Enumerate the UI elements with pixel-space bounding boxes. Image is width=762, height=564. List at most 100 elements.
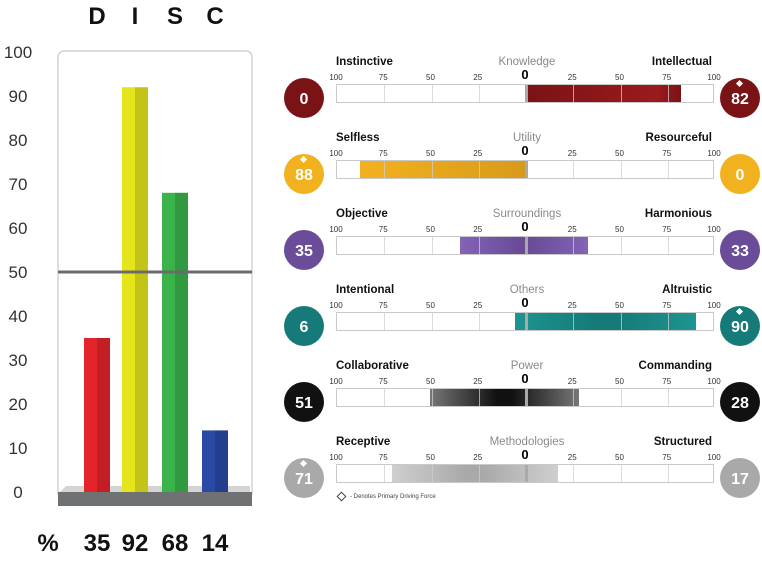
right-label: Structured (653, 436, 712, 448)
right-score-circle: 82 (720, 78, 760, 118)
scale-tick-label: 50 (615, 453, 624, 462)
y-tick-label: 0 (13, 483, 22, 502)
y-tick-label: 70 (9, 175, 28, 194)
scale-tick-label: 75 (662, 301, 672, 310)
gridline (667, 389, 669, 406)
bar-shade (135, 87, 148, 492)
gridline (384, 237, 386, 254)
scale-tick-label: 100 (707, 149, 721, 158)
score-value: 33 (731, 243, 749, 260)
y-tick-label: 30 (9, 351, 28, 370)
left-score-circle: 0 (284, 78, 324, 118)
diamond-icon (299, 155, 308, 164)
scale-tick-label: 75 (378, 377, 388, 386)
gridline (431, 161, 433, 178)
gridline (525, 313, 528, 330)
scale-tick-label: 50 (615, 301, 624, 310)
scale-tick-label: 75 (662, 377, 672, 386)
scale-tick-label: 75 (662, 453, 672, 462)
gridline (667, 161, 669, 178)
center-label: Utility (512, 132, 542, 144)
scale-tick-label: 50 (615, 377, 624, 386)
y-tick-label: 40 (9, 307, 28, 326)
right-label: Resourceful (645, 132, 712, 144)
scale-tick-label: 100 (707, 377, 721, 386)
scale-tick-label: 0 (521, 67, 529, 82)
right-label: Commanding (638, 360, 712, 372)
scale-tick-label: 100 (329, 453, 343, 462)
bar-shade (215, 430, 228, 492)
scale-tick-label: 75 (662, 225, 672, 234)
left-score-circle: 35 (284, 230, 324, 270)
center-label: Surroundings (492, 208, 562, 220)
score-value: 82 (731, 91, 749, 108)
bar-D (84, 338, 110, 492)
left-score-circle: 51 (284, 382, 324, 422)
value-bar (526, 85, 681, 102)
left-score-circle: 6 (284, 306, 324, 346)
percent-value: 35 (84, 530, 111, 557)
motivator-row: Collaborative Commanding Power 100 75 50 25 0 25… (284, 358, 762, 422)
scale-tick-label: 25 (473, 225, 483, 234)
gridline (525, 389, 528, 406)
right-score-circle: 17 (720, 458, 760, 498)
scale-tick-label: 50 (615, 149, 624, 158)
gridline (384, 161, 386, 178)
left-label: Collaborative (336, 360, 409, 372)
scale-tick-label: 0 (521, 371, 529, 386)
scale-tick-label: 75 (378, 149, 388, 158)
scale-tick-label: 25 (567, 73, 577, 82)
scale-tick-label: 50 (426, 73, 435, 82)
score-value: 0 (735, 167, 745, 184)
gridline (573, 85, 575, 102)
gridline (431, 465, 433, 482)
center-label: Power (510, 360, 544, 372)
score-value: 51 (295, 395, 313, 412)
scale-tick-label: 25 (473, 301, 483, 310)
value-bar (514, 313, 697, 330)
value-bar (459, 237, 589, 254)
gridline (525, 465, 528, 482)
scale-tick-label: 25 (473, 73, 483, 82)
scale-track (336, 312, 714, 331)
gridline (478, 161, 480, 178)
gridline (478, 389, 480, 406)
right-score-circle: 33 (720, 230, 760, 270)
gridline (620, 161, 622, 178)
scale-tick-label: 100 (329, 301, 343, 310)
scale-tick-label: 75 (378, 73, 388, 82)
chart-base (58, 492, 252, 506)
value-bar (359, 161, 526, 178)
scale-tick-label: 25 (567, 377, 577, 386)
center-label: Knowledge (498, 56, 556, 68)
score-value: 71 (295, 471, 313, 488)
gridline (667, 237, 669, 254)
scale-tick-label: 100 (707, 301, 721, 310)
scale-tick-label: 75 (378, 301, 388, 310)
gridline (431, 313, 433, 330)
scale-tick-label: 75 (662, 73, 672, 82)
scale-tick-label: 25 (473, 377, 483, 386)
right-label: Harmonious (644, 208, 712, 220)
scale-tick-label: 50 (426, 225, 435, 234)
y-tick-label: 10 (9, 439, 28, 458)
diamond-icon (735, 307, 744, 316)
left-label: Objective (336, 208, 388, 220)
gridline (431, 389, 433, 406)
scale-track (336, 388, 714, 407)
right-score-circle: 0 (720, 154, 760, 194)
scale-tick-label: 50 (426, 301, 435, 310)
gridline (620, 389, 622, 406)
left-label: Selfless (336, 132, 380, 144)
score-value: 90 (731, 319, 749, 336)
scale-track (336, 464, 714, 483)
gridline (620, 313, 622, 330)
percent-value: 14 (202, 530, 229, 557)
scale-tick-label: 100 (329, 377, 343, 386)
gridline (384, 85, 386, 102)
